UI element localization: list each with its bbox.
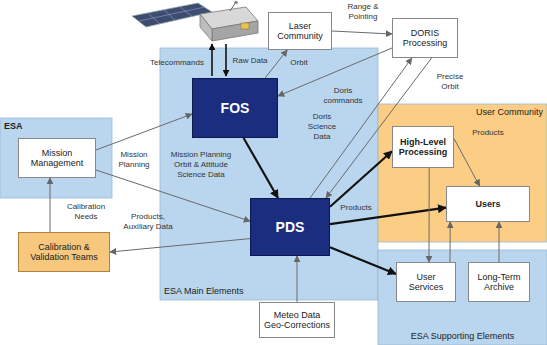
- box-label: Laser Community: [272, 21, 328, 41]
- system-box: PDS: [250, 198, 330, 256]
- region-title: ESA: [4, 121, 23, 132]
- process-box: DORIS Processing: [392, 18, 458, 58]
- flow-arrow: [499, 222, 500, 262]
- link-label: Telecommands: [146, 58, 208, 68]
- flow-label: Products, Auxiliary Data: [116, 212, 180, 232]
- flow-arrow: [450, 222, 451, 262]
- box-label: Calibration & Validation Teams: [22, 242, 106, 262]
- box-label: Mission Management: [22, 148, 92, 168]
- flow-arrow: [454, 139, 480, 186]
- box-label: Users: [475, 199, 500, 209]
- flow-arrow: [96, 114, 192, 150]
- flow-label: Products: [338, 203, 374, 213]
- process-box: Long-Term Archive: [468, 262, 530, 302]
- region-title: User Community: [476, 107, 543, 118]
- process-box: Meteo Data Geo-Corrections: [259, 302, 335, 338]
- flow-arrow: [265, 50, 287, 78]
- flow-arrow: [96, 170, 250, 221]
- process-box: Mission Management: [18, 138, 96, 178]
- flow-arrow: [110, 239, 250, 252]
- region-fill: [160, 48, 378, 300]
- group-region: User CommunityHigh-Level ProcessingUsers: [378, 104, 547, 242]
- process-box: High-Level Processing: [392, 126, 454, 168]
- telecommand-line: [211, 44, 213, 76]
- group-region: ESA Supporting Elements User Services Long…: [378, 250, 547, 345]
- flow-label: Calibration Needs: [56, 202, 116, 222]
- flow-label: Range & Pointing: [336, 2, 390, 22]
- system-box: FOS: [192, 78, 278, 138]
- flow-label: Mission Planning: [112, 150, 156, 170]
- flow-label: Doris Science Data: [300, 112, 344, 142]
- data-flow-arrow: [244, 138, 278, 198]
- link-label: Raw Data: [230, 56, 270, 66]
- data-flow-arrow: [330, 151, 392, 207]
- box-label: Meteo Data Geo-Corrections: [263, 310, 331, 330]
- region-title: ESA Main Elements: [164, 286, 244, 297]
- flow-arrow: [49, 178, 50, 232]
- satellite: [132, 1, 258, 41]
- flow-arrow: [297, 256, 298, 302]
- box-label: High-Level Processing: [396, 137, 450, 157]
- flow-label: Orbit: [284, 58, 314, 68]
- flow-arrow: [332, 31, 392, 34]
- group-region: ESA Mission Management: [0, 118, 112, 198]
- box-label: FOS: [221, 100, 250, 116]
- flow-label: Products: [466, 128, 510, 138]
- box-label: PDS: [276, 219, 305, 235]
- flow-arrow: [429, 168, 430, 262]
- box-label: DORIS Processing: [396, 28, 454, 48]
- region-title: ESA Supporting Elements: [378, 331, 547, 342]
- box-label: Long-Term Archive: [472, 272, 526, 292]
- process-box: Calibration & Validation Teams: [18, 232, 110, 272]
- flow-label: Doris commands: [318, 86, 368, 106]
- process-box: Laser Community: [268, 12, 332, 50]
- flow-label: Precise Orbit: [428, 72, 472, 92]
- region-fill: [0, 118, 112, 198]
- region-fill: [378, 250, 547, 345]
- box-label: User Services: [400, 272, 452, 292]
- data-flow-arrow: [330, 247, 396, 274]
- raw-data-line: [225, 44, 227, 76]
- flow-label: Mission Planning Orbit & Attitude Scienc…: [166, 150, 236, 180]
- process-box: Users: [446, 186, 530, 222]
- process-box: User Services: [396, 262, 456, 302]
- region-fill: [378, 104, 547, 242]
